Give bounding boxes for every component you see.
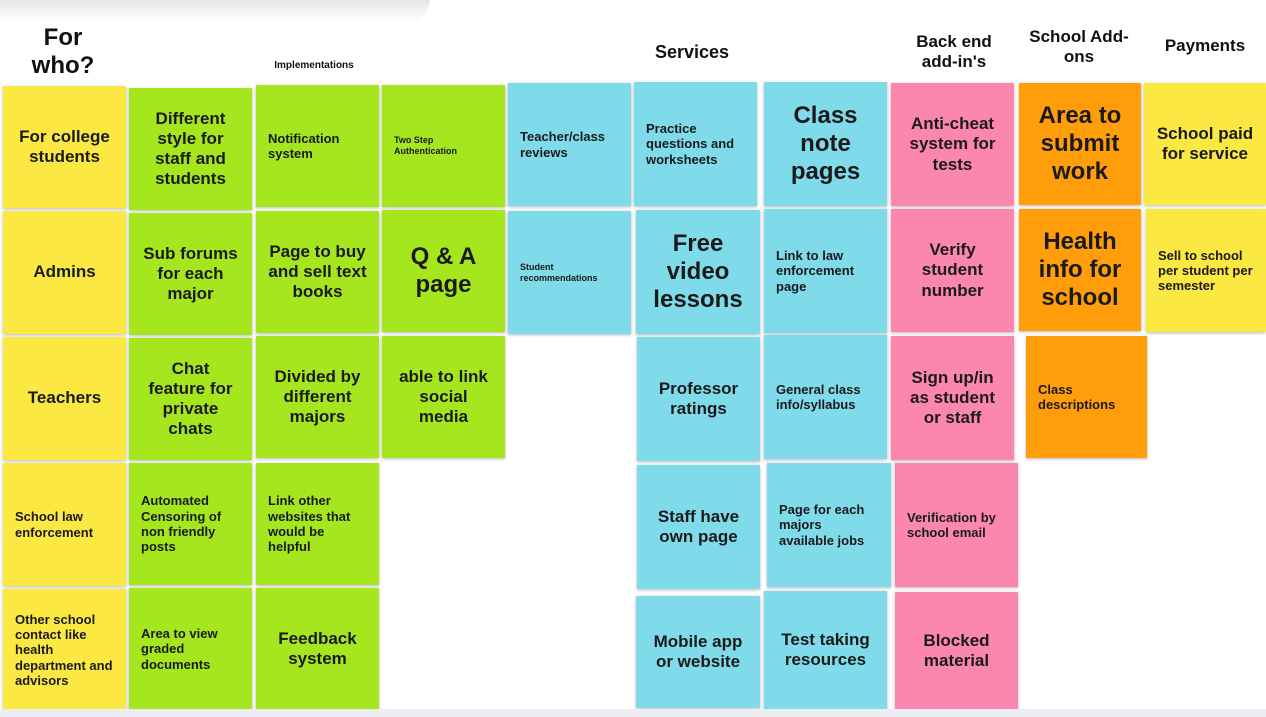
note-other-school-contact[interactable]: Other school contact like health departm… [3, 589, 126, 711]
note-class-note-pages[interactable]: Class note pages [764, 82, 887, 206]
header-school-addons: School Add-ons [1029, 27, 1129, 66]
note-sell-to-school[interactable]: Sell to school per student per semester [1146, 209, 1266, 332]
note-different-style[interactable]: Different style for staff and students [129, 88, 252, 210]
note-teacher-class-reviews[interactable]: Teacher/class reviews [508, 83, 631, 206]
note-student-recommendations[interactable]: Student recommendations [508, 211, 631, 334]
bottom-scroll-area [0, 709, 1266, 717]
note-practice-questions[interactable]: Practice questions and worksheets [634, 82, 757, 206]
note-staff-own-page[interactable]: Staff have own page [637, 465, 760, 589]
header-implementations: Implementations [274, 60, 354, 71]
note-class-descriptions[interactable]: Class descriptions [1026, 336, 1147, 458]
note-general-class-info[interactable]: General class info/syllabus [764, 335, 887, 459]
header-services: Services [654, 42, 730, 62]
note-for-college-students[interactable]: For college students [3, 86, 126, 208]
note-admins[interactable]: Admins [3, 211, 126, 334]
top-shadow [0, 0, 430, 22]
note-chat-feature[interactable]: Chat feature for private chats [129, 338, 252, 460]
note-verify-student-number[interactable]: Verify student number [891, 209, 1014, 332]
note-two-step-auth[interactable]: Two Step Authentication [382, 85, 505, 207]
note-link-other-websites[interactable]: Link other websites that would be helpfu… [256, 463, 379, 585]
note-automated-censoring[interactable]: Automated Censoring of non friendly post… [129, 463, 252, 585]
note-qa-page[interactable]: Q & A page [382, 210, 505, 332]
note-blocked-material[interactable]: Blocked material [895, 592, 1018, 710]
header-for-who: For who? [31, 24, 95, 79]
note-divided-by-majors[interactable]: Divided by different majors [256, 336, 379, 458]
note-sub-forums[interactable]: Sub forums for each major [129, 213, 252, 335]
note-free-video-lessons[interactable]: Free video lessons [636, 210, 760, 334]
note-link-social-media[interactable]: able to link social media [382, 336, 505, 458]
note-notification-system[interactable]: Notification system [256, 85, 379, 207]
note-anti-cheat[interactable]: Anti-cheat system for tests [891, 83, 1014, 206]
note-health-info[interactable]: Health info for school [1019, 209, 1141, 331]
header-backend: Back end add-in's [916, 32, 992, 71]
note-test-taking-resources[interactable]: Test taking resources [764, 591, 887, 709]
note-area-view-graded[interactable]: Area to view graded documents [129, 588, 252, 710]
note-feedback-system[interactable]: Feedback system [256, 588, 379, 710]
note-verification-school-email[interactable]: Verification by school email [895, 463, 1018, 587]
note-area-submit-work[interactable]: Area to submit work [1019, 83, 1141, 205]
note-professor-ratings[interactable]: Professor ratings [637, 337, 760, 461]
note-school-paid-service[interactable]: School paid for service [1144, 83, 1266, 205]
note-sign-up-in[interactable]: Sign up/in as student or staff [891, 336, 1014, 460]
note-school-law-enforcement[interactable]: School law enforcement [3, 463, 126, 586]
header-payments: Payments [1164, 36, 1246, 55]
note-mobile-app[interactable]: Mobile app or website [636, 596, 760, 708]
note-buy-sell-textbooks[interactable]: Page to buy and sell text books [256, 211, 379, 333]
note-link-law-enforcement[interactable]: Link to law enforcement page [764, 209, 887, 333]
note-teachers[interactable]: Teachers [3, 337, 126, 460]
note-page-each-major-jobs[interactable]: Page for each majors available jobs [767, 463, 891, 587]
